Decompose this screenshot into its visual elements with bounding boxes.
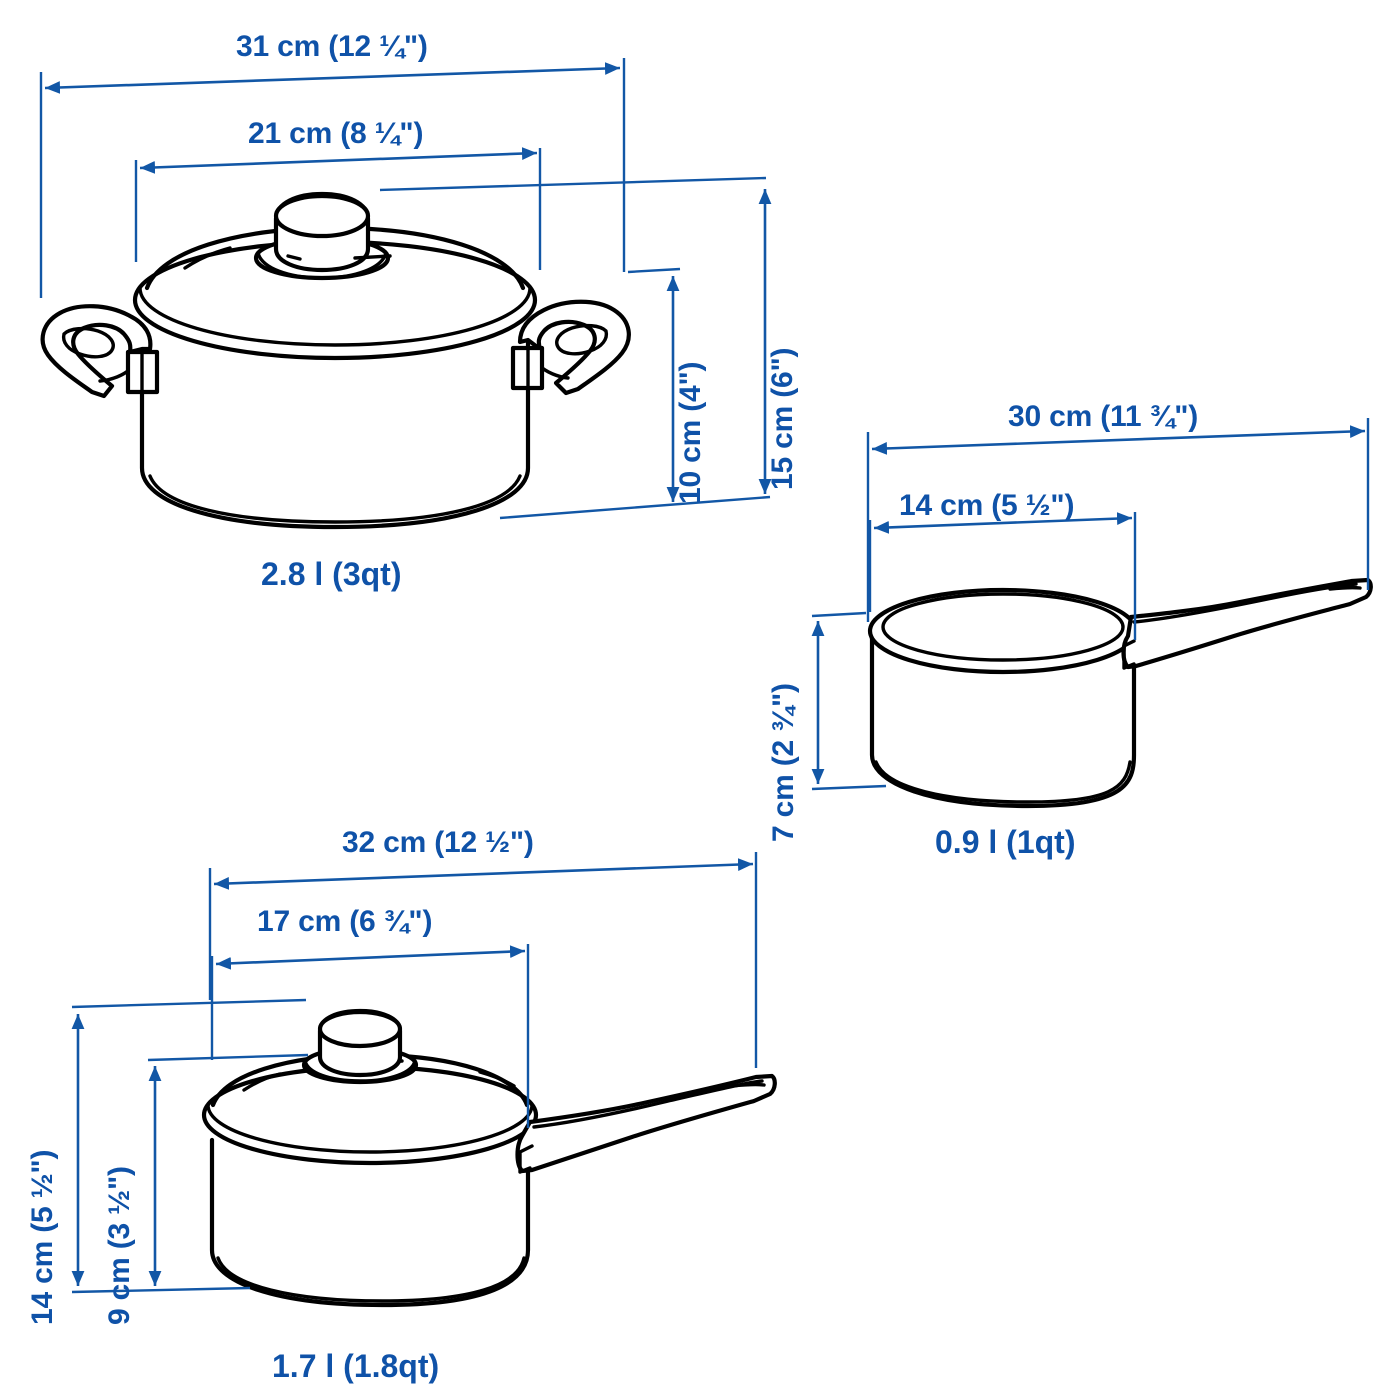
dim-saucepan-body-height [811, 611, 887, 791]
dim-pot-body-height [627, 267, 681, 502]
saucepan-icon [867, 577, 1373, 809]
dim-label-saucepan-overall-length: 30 cm (11 ¾") [1008, 400, 1199, 433]
volume-label-saucepan: 0.9 l (1qt) [935, 824, 1076, 860]
dim-saucepan-lid-body-height [147, 1053, 309, 1286]
dim-label-saucepan-lid-overall-length: 32 cm (12 ½") [342, 826, 534, 859]
saucepan-lid-icon [201, 1008, 777, 1308]
dim-label-pot-body-height: 10 cm (4") [674, 361, 707, 504]
dim-label-saucepan-lid-overall-height: 14 cm (5 ½") [26, 1149, 59, 1325]
dim-label-saucepan-body-width: 14 cm (5 ½") [899, 489, 1075, 522]
dim-saucepan-lid-overall-height [71, 998, 307, 1294]
dim-label-saucepan-lid-body-width: 17 cm (6 ¾") [257, 905, 433, 938]
dim-saucepan-lid-body-width [210, 944, 530, 1128]
dim-saucepan-overall-length [866, 418, 1370, 622]
dim-saucepan-lid-overall-length [208, 852, 758, 1068]
volume-label-pot: 2.8 l (3qt) [261, 556, 402, 592]
dim-label-saucepan-lid-body-height: 9 cm (3 ½") [103, 1166, 136, 1325]
dim-label-pot-overall-width: 31 cm (12 ¼") [236, 30, 428, 63]
dim-pot-body-width [134, 147, 542, 270]
dim-label-saucepan-body-height: 7 cm (2 ¾") [767, 683, 800, 842]
volume-label-saucepan-lid: 1.7 l (1.8qt) [272, 1348, 440, 1384]
dim-saucepan-body-width [868, 512, 1137, 640]
dim-pot-overall-height [379, 176, 772, 520]
dim-label-pot-body-width: 21 cm (8 ¼") [248, 117, 424, 150]
pot-icon [40, 191, 631, 530]
dim-label-pot-overall-height: 15 cm (6") [766, 347, 799, 490]
dim-pot-overall-width [39, 58, 626, 298]
